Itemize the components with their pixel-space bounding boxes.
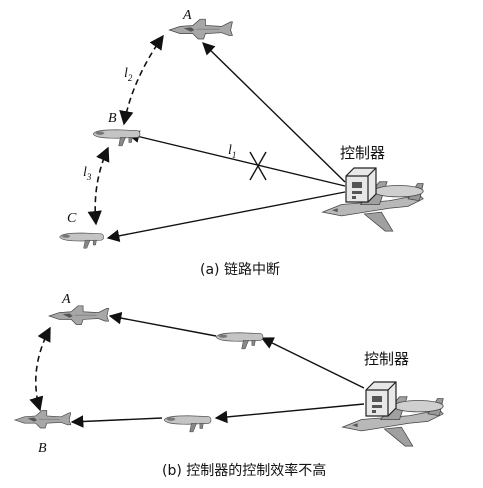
node-label-A-b: A: [61, 292, 71, 307]
uav-icon-relay-lower: [163, 415, 212, 433]
link-label-l1: l1: [228, 143, 236, 160]
panel-a: A B C l2 l3 l1 控制器 (a) 链路中断: [59, 8, 424, 278]
caption-b: (b) 控制器的控制效率不高: [162, 462, 326, 479]
link-uav-lower-to-B: [70, 415, 163, 428]
dashed-link-l3: [87, 146, 110, 226]
node-label-A: A: [182, 8, 192, 23]
controller-box-icon: [345, 167, 377, 203]
caption-a: (a) 链路中断: [200, 262, 280, 278]
link-controller-to-B: [126, 130, 346, 187]
link-controller-to-uav-lower: [214, 403, 365, 424]
node-label-B-b: B: [38, 441, 47, 456]
link-controller-to-A: [202, 42, 346, 183]
controller-label-b: 控制器: [364, 350, 409, 368]
controller-label-a: 控制器: [340, 144, 385, 162]
controller-box-icon-b: [365, 381, 397, 417]
dashed-link-A-B: [29, 326, 51, 412]
link-label-l2: l2: [124, 66, 133, 83]
fighter-jet-icon-A-b: [48, 305, 110, 325]
dashed-link-l2: [119, 34, 164, 126]
link-label-l3: l3: [83, 165, 92, 182]
panel-b: A B 控制器 (b) 控制器的控制效率不高: [14, 292, 444, 479]
fighter-jet-icon-B-b: [14, 409, 72, 429]
node-label-C: C: [67, 211, 77, 226]
fighter-jet-icon-A: [168, 18, 233, 40]
link-uav-upper-to-A: [108, 311, 217, 337]
link-controller-to-uav-upper: [260, 337, 365, 389]
link-break-x-mark: [249, 151, 267, 181]
link-controller-to-C: [106, 191, 346, 243]
uav-icon-B: [92, 129, 141, 147]
node-label-B: B: [108, 111, 117, 126]
uav-icon-relay-upper: [215, 332, 264, 350]
uav-icon-C: [59, 232, 104, 249]
